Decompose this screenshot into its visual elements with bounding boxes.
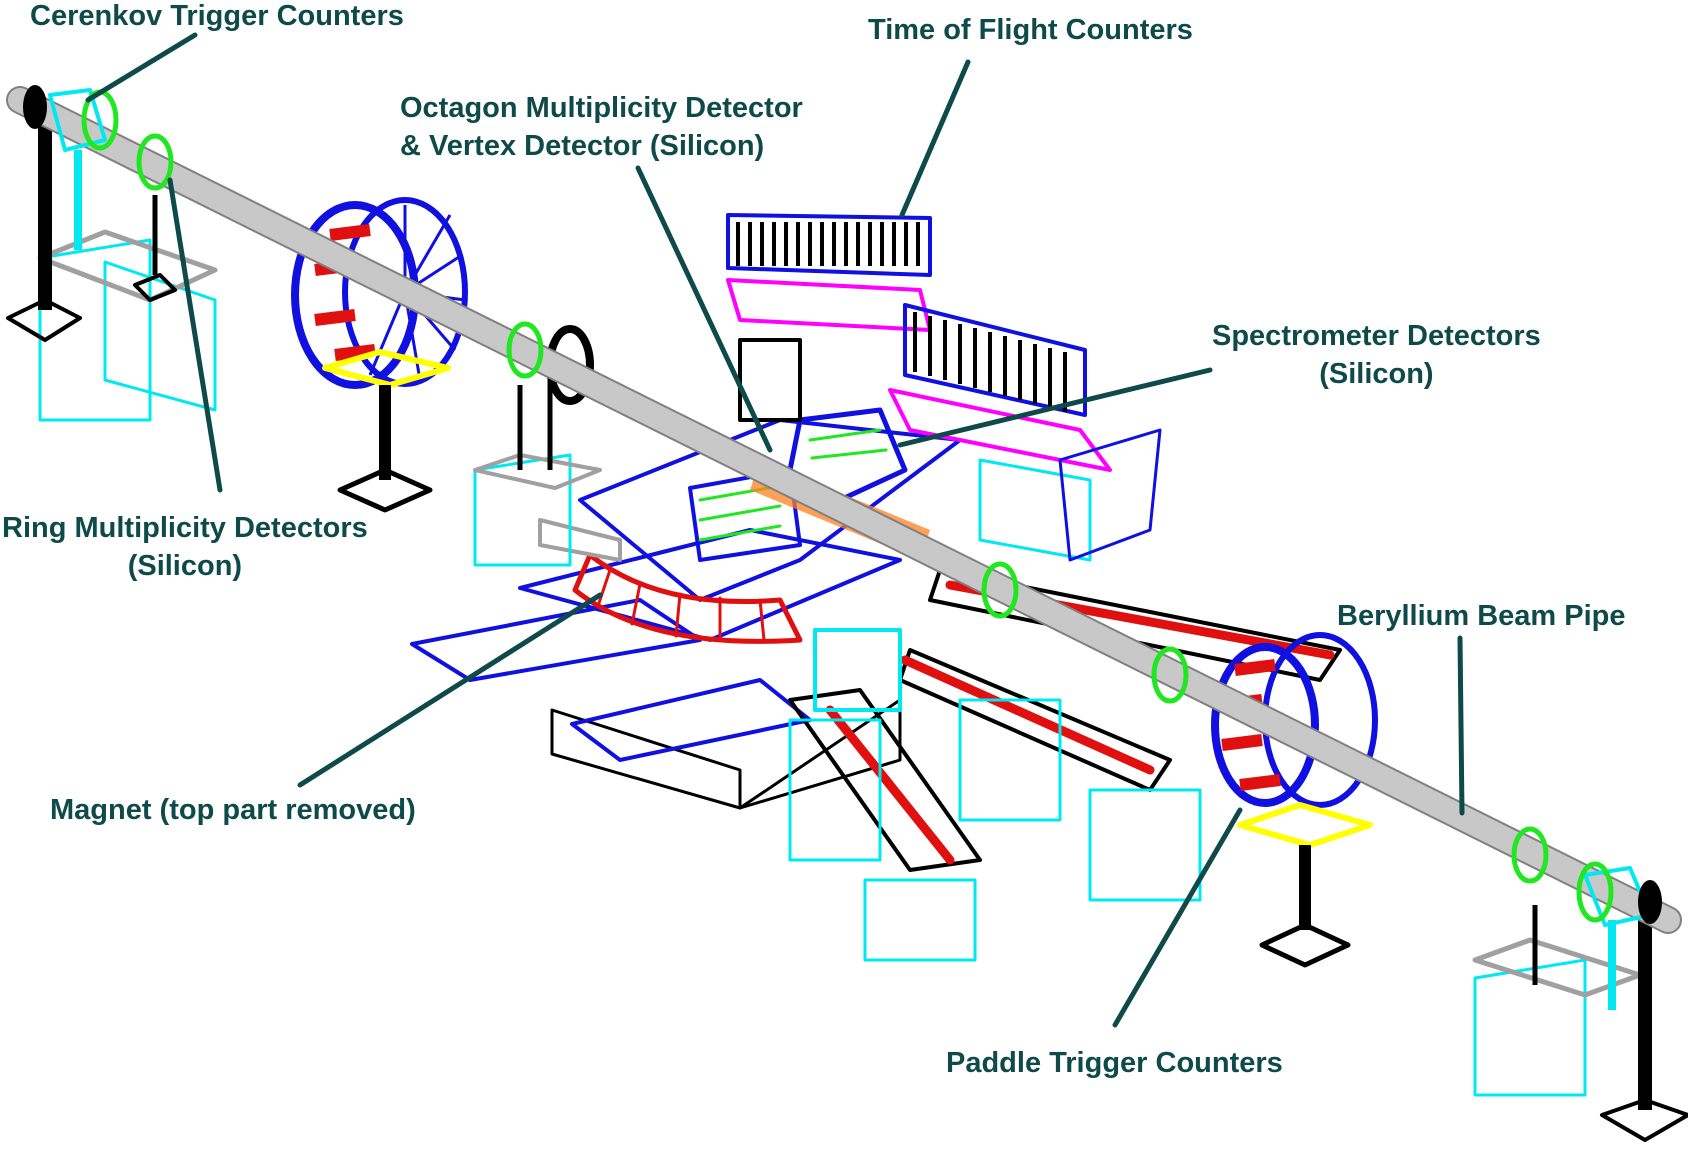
- beryllium-beam-pipe: [6, 86, 1682, 934]
- paddle-trigger-counter-right: [1211, 632, 1378, 968]
- label-magnet: Magnet (top part removed): [50, 794, 416, 826]
- label-beryllium-beam-pipe: Beryllium Beam Pipe: [1337, 600, 1626, 632]
- cerenkov-counter-left: [23, 85, 119, 152]
- label-spectrometer-line1: Spectrometer Detectors: [1212, 320, 1541, 352]
- label-octagon-vertex-detector: Octagon Multiplicity Detector & Vertex D…: [400, 90, 803, 165]
- leader-lines: [85, 32, 1465, 1028]
- time-of-flight-counters: [726, 213, 1112, 472]
- beam-stands: [473, 325, 602, 567]
- label-cerenkov-trigger-counters: Cerenkov Trigger Counters: [30, 0, 404, 32]
- ring-multiplicity-detectors: [136, 133, 1549, 884]
- label-time-of-flight-counters: Time of Flight Counters: [868, 14, 1193, 46]
- label-ring-multiplicity-detectors: Ring Multiplicity Detectors (Silicon): [2, 510, 368, 585]
- label-spectrometer-detectors: Spectrometer Detectors (Silicon): [1212, 318, 1541, 393]
- label-ring-line1: Ring Multiplicity Detectors: [2, 512, 368, 544]
- magnet: [410, 418, 962, 810]
- label-spectrometer-line2: (Silicon): [1319, 357, 1434, 390]
- label-paddle-trigger-counters: Paddle Trigger Counters: [946, 1047, 1283, 1079]
- label-octagon-line1: Octagon Multiplicity Detector: [400, 92, 803, 124]
- label-ring-line2: (Silicon): [127, 549, 243, 582]
- cerenkov-counter-right: [1576, 861, 1662, 927]
- left-stand: [6, 110, 218, 422]
- label-octagon-line2: & Vertex Detector (Silicon): [400, 129, 765, 162]
- right-stand: [1472, 905, 1688, 1142]
